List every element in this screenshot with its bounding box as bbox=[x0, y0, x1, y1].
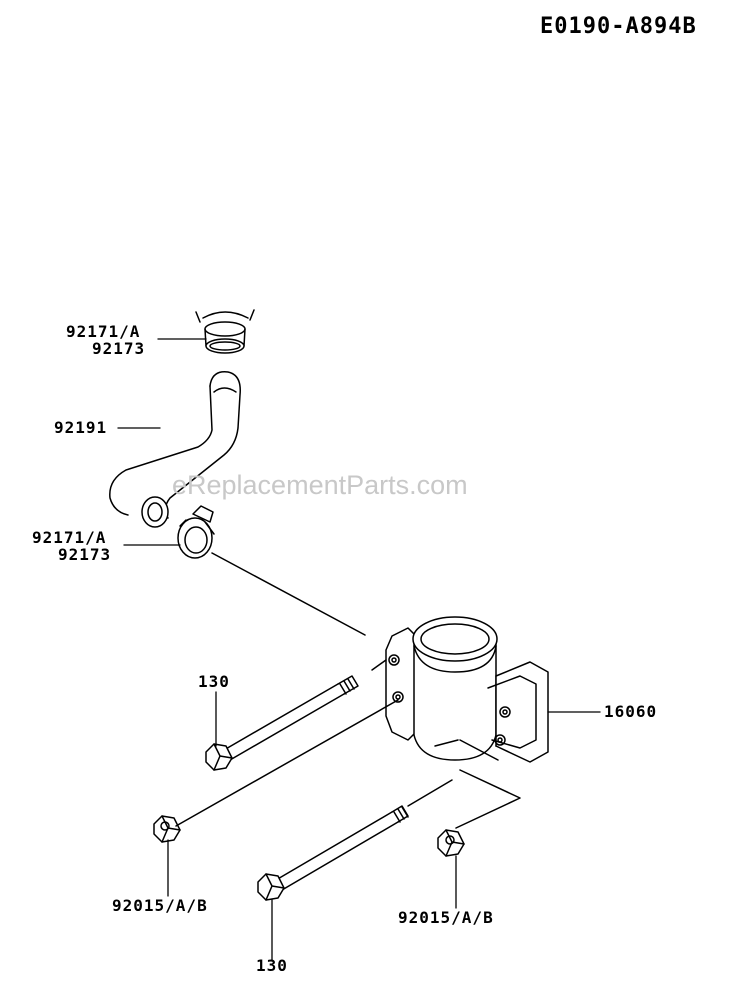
hose-clamp-top bbox=[195, 309, 255, 354]
label-clamp-top-b[interactable]: 92173 bbox=[92, 339, 146, 358]
callout-leaders bbox=[117, 338, 601, 961]
label-nut-right[interactable]: 92015/A/B bbox=[398, 908, 494, 927]
nut-left bbox=[153, 815, 181, 843]
assembly-line-gasket bbox=[434, 739, 459, 747]
assembly-line-nut-left bbox=[175, 699, 399, 827]
hose bbox=[109, 371, 241, 528]
assembly-line-bolt-lower bbox=[407, 779, 453, 807]
watermark-text: eReplacementParts.com bbox=[172, 470, 468, 500]
housing bbox=[385, 616, 549, 763]
label-clamp-bottom-a[interactable]: 92171/A bbox=[32, 528, 107, 547]
label-hose[interactable]: 92191 bbox=[54, 418, 108, 437]
assembly-line-clamp bbox=[211, 552, 366, 636]
label-housing[interactable]: 16060 bbox=[604, 702, 658, 721]
bolt-lower bbox=[257, 805, 409, 901]
label-clamp-top-a[interactable]: 92171/A bbox=[66, 322, 141, 341]
label-bolt-lower[interactable]: 130 bbox=[256, 956, 288, 975]
nut-right bbox=[437, 829, 465, 857]
hose-clamp-bottom bbox=[177, 505, 215, 559]
bolt-upper bbox=[205, 675, 359, 771]
assembly-line-nut-right bbox=[455, 769, 521, 829]
label-nut-left[interactable]: 92015/A/B bbox=[112, 896, 208, 915]
label-bolt-upper[interactable]: 130 bbox=[198, 672, 230, 691]
label-clamp-bottom-b[interactable]: 92173 bbox=[58, 545, 112, 564]
diagram-id: E0190-A894B bbox=[540, 14, 697, 39]
assembly-line-bolt-upper bbox=[371, 659, 387, 671]
